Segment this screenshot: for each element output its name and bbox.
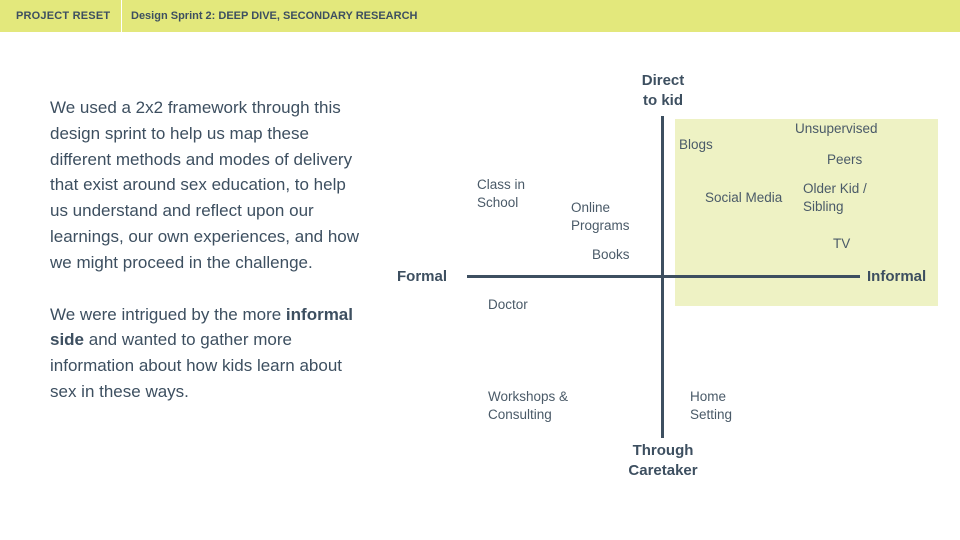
item-online-programs-line1: Online bbox=[571, 200, 611, 215]
item-older-kid-sibling: Older Kid / Sibling bbox=[803, 180, 867, 216]
axis-label-bottom: Through Caretaker bbox=[618, 441, 708, 481]
item-workshops-line1: Workshops & bbox=[488, 389, 569, 404]
axis-label-right: Informal bbox=[867, 268, 927, 285]
item-workshops-consulting: Workshops & Consulting bbox=[488, 388, 568, 424]
item-workshops-line2: Consulting bbox=[488, 407, 552, 422]
item-social-media: Social Media bbox=[705, 190, 783, 205]
item-class-in-school-line2: School bbox=[477, 195, 519, 210]
axis-label-bottom-line2: Caretaker bbox=[628, 462, 698, 479]
item-older-kid-line2: Sibling bbox=[803, 199, 844, 214]
item-online-programs: Online Programs bbox=[571, 199, 630, 235]
description-text: We used a 2x2 framework through this des… bbox=[50, 95, 360, 405]
informal-direct-quadrant-highlight bbox=[675, 119, 938, 306]
item-older-kid-line1: Older Kid / bbox=[803, 181, 867, 196]
axis-label-top-line2: to kid bbox=[643, 92, 683, 109]
sprint-title: Design Sprint 2: DEEP DIVE, SECONDARY RE… bbox=[131, 10, 418, 22]
item-unsupervised: Unsupervised bbox=[795, 121, 878, 136]
item-books: Books bbox=[592, 247, 630, 262]
paragraph-2-start: We were intrigued by the more bbox=[50, 304, 286, 324]
item-home-setting-line2: Setting bbox=[690, 407, 733, 422]
axis-label-top: Direct to kid bbox=[627, 71, 699, 111]
item-blogs: Blogs bbox=[679, 137, 713, 152]
header-bar: PROJECT RESET Design Sprint 2: DEEP DIVE… bbox=[0, 0, 960, 32]
header-divider bbox=[121, 0, 122, 32]
item-peers: Peers bbox=[827, 152, 863, 167]
item-tv: TV bbox=[833, 236, 851, 251]
vertical-axis bbox=[661, 116, 664, 438]
paragraph-2-end: and wanted to gather more information ab… bbox=[50, 330, 343, 401]
axis-label-left: Formal bbox=[397, 268, 448, 285]
item-class-in-school-line1: Class in bbox=[477, 177, 526, 192]
item-home-setting-line1: Home bbox=[690, 389, 727, 404]
paragraph-1: We used a 2x2 framework through this des… bbox=[50, 98, 360, 272]
item-online-programs-line2: Programs bbox=[571, 218, 630, 233]
paragraph-2: We were intrigued by the more informal s… bbox=[50, 302, 360, 405]
informal-side-emphasis: informal side bbox=[50, 304, 353, 350]
item-class-in-school: Class in School bbox=[477, 176, 525, 212]
axis-label-bottom-line1: Through bbox=[632, 442, 694, 459]
brand-label: PROJECT RESET bbox=[16, 10, 111, 22]
item-doctor: Doctor bbox=[488, 297, 528, 312]
item-home-setting: Home Setting bbox=[690, 388, 732, 424]
axis-label-top-line1: Direct bbox=[641, 72, 685, 89]
